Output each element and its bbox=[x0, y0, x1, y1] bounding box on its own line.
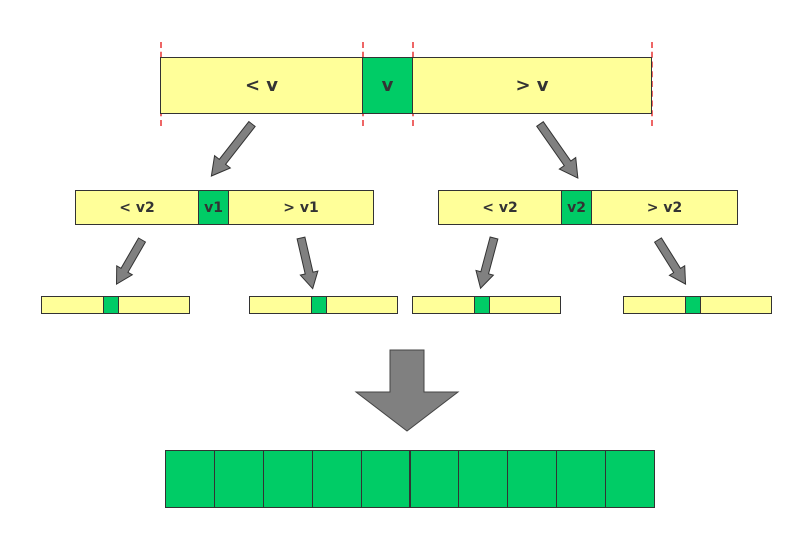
level1-left-less-label: < v2 bbox=[119, 199, 155, 216]
arrow-big-down bbox=[354, 349, 460, 432]
level1-left-less-partition: < v2 bbox=[75, 190, 199, 225]
level0-greater-partition: > v bbox=[412, 57, 652, 114]
sorted-cell bbox=[213, 450, 264, 508]
sorted-cell bbox=[507, 450, 558, 508]
sorted-result-array bbox=[165, 450, 655, 508]
level1-right-pivot-label: v2 bbox=[567, 199, 586, 216]
split-marker-right-edge bbox=[651, 42, 653, 126]
arrow-level1-to-array-2 bbox=[296, 236, 319, 290]
level1-left-greater-label: > v1 bbox=[283, 199, 319, 216]
level2-array-2-right bbox=[326, 296, 398, 314]
sorted-cell bbox=[360, 450, 411, 508]
level1-right-pivot: v2 bbox=[561, 190, 592, 225]
level0-less-label: < v bbox=[244, 75, 279, 96]
level1-right-less-partition: < v2 bbox=[438, 190, 562, 225]
sorted-cell bbox=[409, 450, 460, 508]
level0-pivot: v bbox=[362, 57, 413, 114]
sorted-cell bbox=[458, 450, 509, 508]
arrow-level1-to-array-3 bbox=[475, 236, 499, 290]
level2-array-4-right bbox=[700, 296, 772, 314]
sorted-cell bbox=[165, 450, 215, 508]
level1-left-pivot-label: v1 bbox=[204, 199, 223, 216]
level1-right-less-label: < v2 bbox=[482, 199, 518, 216]
arrow-level1-to-array-1 bbox=[115, 237, 147, 286]
arrow-level1-to-array-4 bbox=[653, 237, 687, 285]
sorted-cell bbox=[605, 450, 655, 508]
level0-less-partition: < v bbox=[160, 57, 363, 114]
level0-pivot-label: v bbox=[381, 75, 394, 96]
level1-left-greater-partition: > v1 bbox=[228, 190, 374, 225]
sorted-cell bbox=[556, 450, 607, 508]
level2-array-3-right bbox=[489, 296, 561, 314]
level1-right-greater-partition: > v2 bbox=[591, 190, 738, 225]
arrow-level0-to-right bbox=[536, 121, 579, 179]
arrow-level0-to-left bbox=[210, 120, 256, 177]
sorted-cell bbox=[311, 450, 362, 508]
sorted-cell bbox=[262, 450, 313, 508]
level1-right-greater-label: > v2 bbox=[646, 199, 683, 216]
level2-array-1-right bbox=[118, 296, 190, 314]
level1-left-pivot: v1 bbox=[198, 190, 229, 225]
level0-greater-label: > v bbox=[515, 75, 549, 96]
